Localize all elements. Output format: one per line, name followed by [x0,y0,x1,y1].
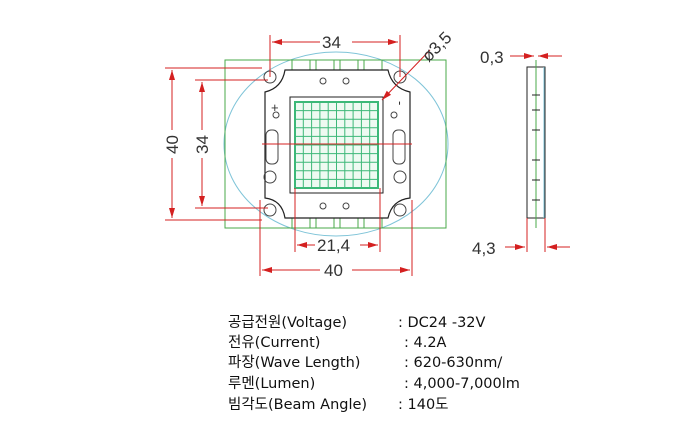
spec-beam-angle: 빔각도(Beam Angle) : 140도 [228,396,449,414]
spec-value: : 4,000-7,000lm [404,376,520,392]
dim-bottom-40: 40 [324,261,343,280]
dim-bottom-21-4: 21,4 [317,236,350,255]
dimension-lines [165,35,431,276]
spec-voltage: 공급전원(Voltage) : DC24 -32V [228,314,485,332]
dim-top-34: 34 [322,33,341,52]
dim-left-34: 34 [193,135,212,154]
spec-label: 루멘(Lumen) [228,376,316,392]
spec-label: 빔각도(Beam Angle) [228,397,368,413]
dim-thickness-0-3: 0,3 [480,48,504,67]
spec-label: 공급전원(Voltage) [228,315,348,331]
spec-current: 전유(Current) : 4.2A [228,334,446,352]
spec-value: : 4.2A [404,335,447,351]
spec-value: : DC24 -32V [398,315,486,331]
spec-label: 전유(Current) [228,335,321,351]
spec-label: 파장(Wave Length) [228,355,361,371]
spec-value: : 140도 [398,397,449,413]
dim-left-40: 40 [163,135,182,154]
minus-label: - [393,101,408,105]
spec-lumen: 루멘(Lumen) : 4,000-7,000lm [228,375,520,393]
plus-label: + [271,100,279,115]
spec-wavelength: 파장(Wave Length) : 620-630nm/ [228,354,502,372]
spec-value: : 620-630nm/ [404,355,503,371]
dim-thickness-4-3: 4,3 [472,239,496,258]
top-view: + - [223,51,449,237]
side-view [505,53,570,252]
